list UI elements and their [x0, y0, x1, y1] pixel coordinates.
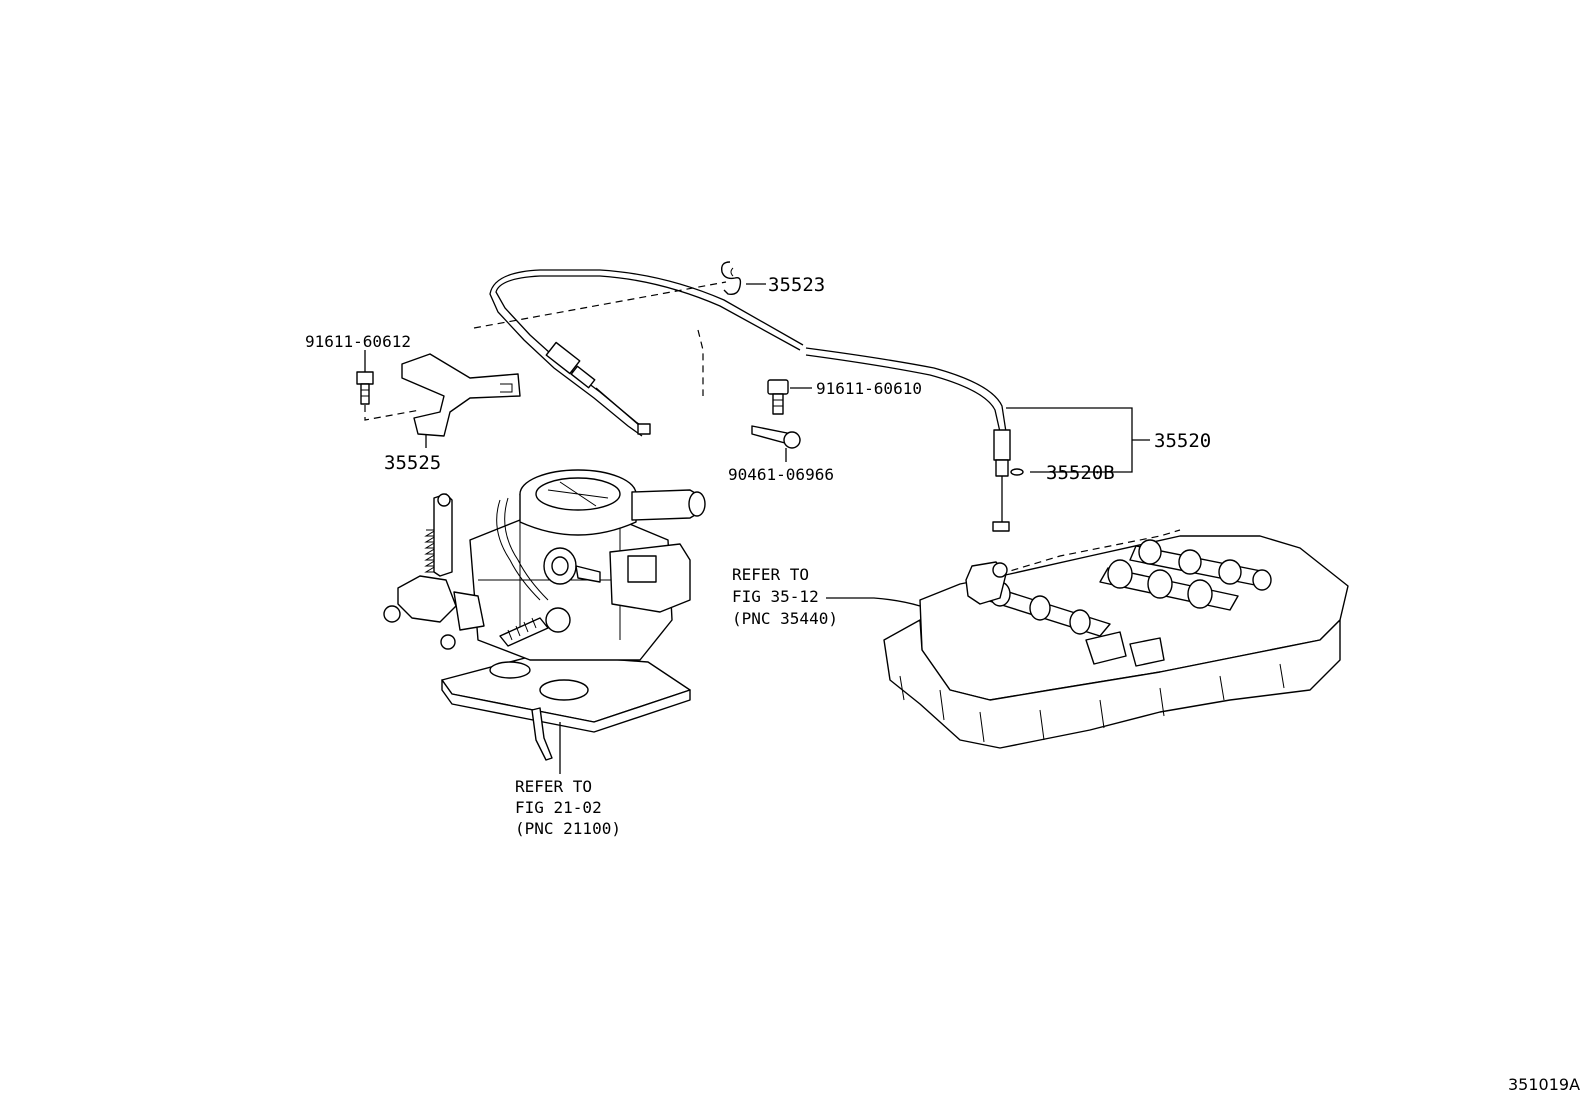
spool-valves	[985, 539, 1272, 637]
label-91611-60612: 91611-60612	[305, 332, 411, 351]
bolt-91611-60610[interactable]	[767, 379, 789, 415]
bracket-35525[interactable]	[401, 353, 521, 437]
label-91611-60610: 91611-60610	[816, 379, 922, 398]
figure-id: 351019A	[1508, 1075, 1580, 1094]
valve-body-ref-line1: REFER TO	[732, 565, 809, 584]
clamp-35523[interactable]	[720, 261, 742, 296]
label-35520: 35520	[1154, 430, 1211, 452]
bolt-91611-60612[interactable]	[356, 371, 374, 405]
label-35520b: 35520B	[1046, 462, 1115, 484]
throttle-cable-35520[interactable]	[489, 269, 1011, 532]
clip-90461-06966[interactable]	[751, 425, 801, 449]
cable-stopper-35520b[interactable]	[1010, 468, 1024, 476]
carburetor-assembly[interactable]	[383, 469, 706, 761]
carburetor-ref-line2: FIG 21-02	[515, 798, 602, 817]
valve-body-assembly[interactable]	[883, 529, 1349, 749]
label-35523: 35523	[768, 274, 825, 296]
valve-body-ref-line3: (PNC 35440)	[732, 609, 838, 628]
valve-body-ref-line2: FIG 35-12	[732, 587, 819, 606]
label-35525: 35525	[384, 452, 441, 474]
carburetor-ref-line1: REFER TO	[515, 777, 592, 796]
label-90461-06966: 90461-06966	[728, 465, 834, 484]
carburetor-ref-line3: (PNC 21100)	[515, 819, 621, 838]
